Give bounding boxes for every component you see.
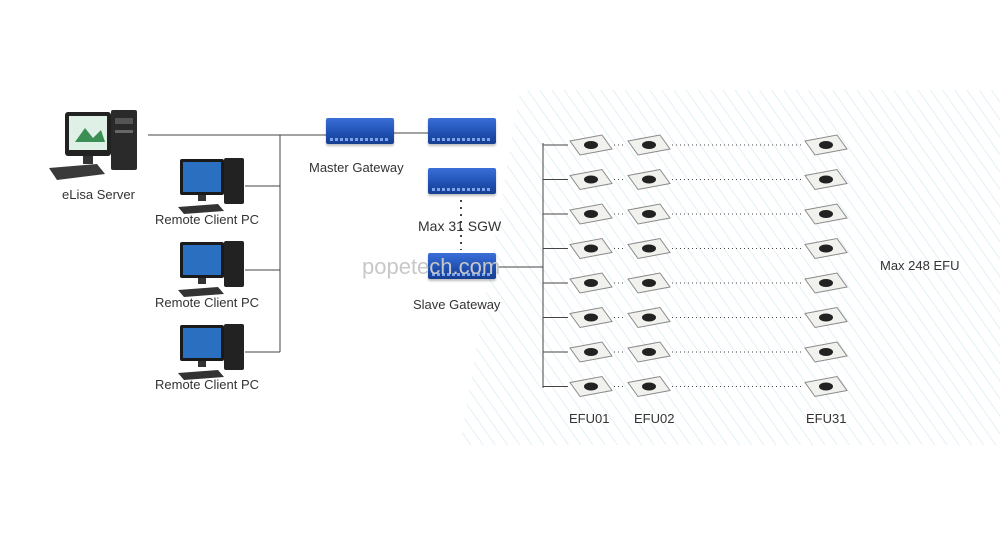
client-pc-icon [178,241,244,297]
efu-unit-icon [627,272,671,294]
client2-label: Remote Client PC [155,295,260,310]
efu-unit-icon [569,306,613,329]
server-label: eLisa Server [62,187,135,202]
efu-unit-icon [804,306,848,329]
client3-label: Remote Client PC [155,377,260,392]
sgw-label: Max 31 SGW [418,218,502,234]
efu-total-label: Max 248 EFU [880,258,960,273]
efu-unit-icon [627,203,671,225]
sgw-icon [428,118,496,144]
efu-unit-icon [569,203,613,225]
efu02-label: EFU02 [634,411,675,426]
efu-unit-icon [804,237,848,260]
client1-label: Remote Client PC [155,212,260,227]
efu-unit-icon [569,134,613,156]
efu-unit-icon [804,375,848,398]
efu-unit-icon [804,168,848,191]
efu-unit-icon [569,168,613,191]
efu-unit-icon [804,272,848,294]
sgw-icon [428,168,496,194]
efu-unit-icon [569,341,613,363]
efu-rows [543,134,848,398]
efu-unit-icon [804,203,848,225]
efu-unit-icon [627,237,671,260]
watermark: popetech.com [362,254,501,279]
efu-unit-icon [627,168,671,191]
master-gateway-icon [326,118,394,144]
efu-unit-icon [627,306,671,329]
slave-label: Slave Gateway [413,297,501,312]
efu-unit-icon [569,237,613,260]
efu-unit-icon [569,272,613,294]
efu-unit-icon [627,134,671,156]
efu-unit-icon [627,341,671,363]
server-icon [49,110,137,180]
client-pc-icon [178,324,244,380]
client-pc-icon [178,158,244,214]
efu-unit-icon [804,134,848,156]
efu01-label: EFU01 [569,411,610,426]
efu-unit-icon [804,341,848,363]
efu-unit-icon [627,375,671,398]
efu31-label: EFU31 [806,411,847,426]
master-label: Master Gateway [309,160,404,175]
efu-unit-icon [569,375,613,398]
slave-gateway-icon [428,253,496,279]
